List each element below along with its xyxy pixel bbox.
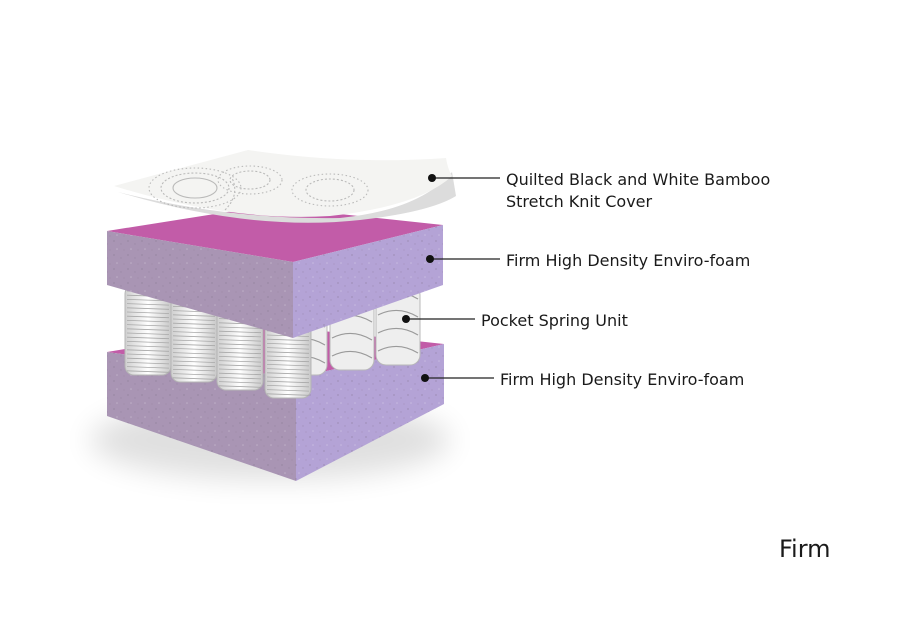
- label-cover: Quilted Black and White Bamboo Stretch K…: [506, 169, 770, 213]
- label-bottom-foam: Firm High Density Enviro-foam: [500, 370, 745, 389]
- label-top-foam: Firm High Density Enviro-foam: [506, 251, 751, 270]
- callout-dot: [421, 374, 429, 382]
- cover-top: [114, 150, 452, 217]
- callout-dot: [428, 174, 436, 182]
- callout-leaders: [402, 174, 500, 382]
- label-cover-line-1: Quilted Black and White Bamboo: [506, 170, 771, 189]
- spring-pocket: [170, 291, 218, 383]
- firmness-label: Firm: [779, 535, 831, 563]
- cover-quilt-pattern: [148, 165, 369, 211]
- callout-dot: [402, 315, 410, 323]
- cover-underside: [118, 172, 456, 223]
- bamboo-cover: [114, 150, 456, 223]
- callout-dot: [426, 255, 434, 263]
- label-cover-line-2: Stretch Knit Cover: [506, 192, 653, 211]
- label-pocket-spring: Pocket Spring Unit: [481, 311, 628, 330]
- spring-pocket: [124, 284, 172, 376]
- top-foam-layer: [107, 206, 443, 338]
